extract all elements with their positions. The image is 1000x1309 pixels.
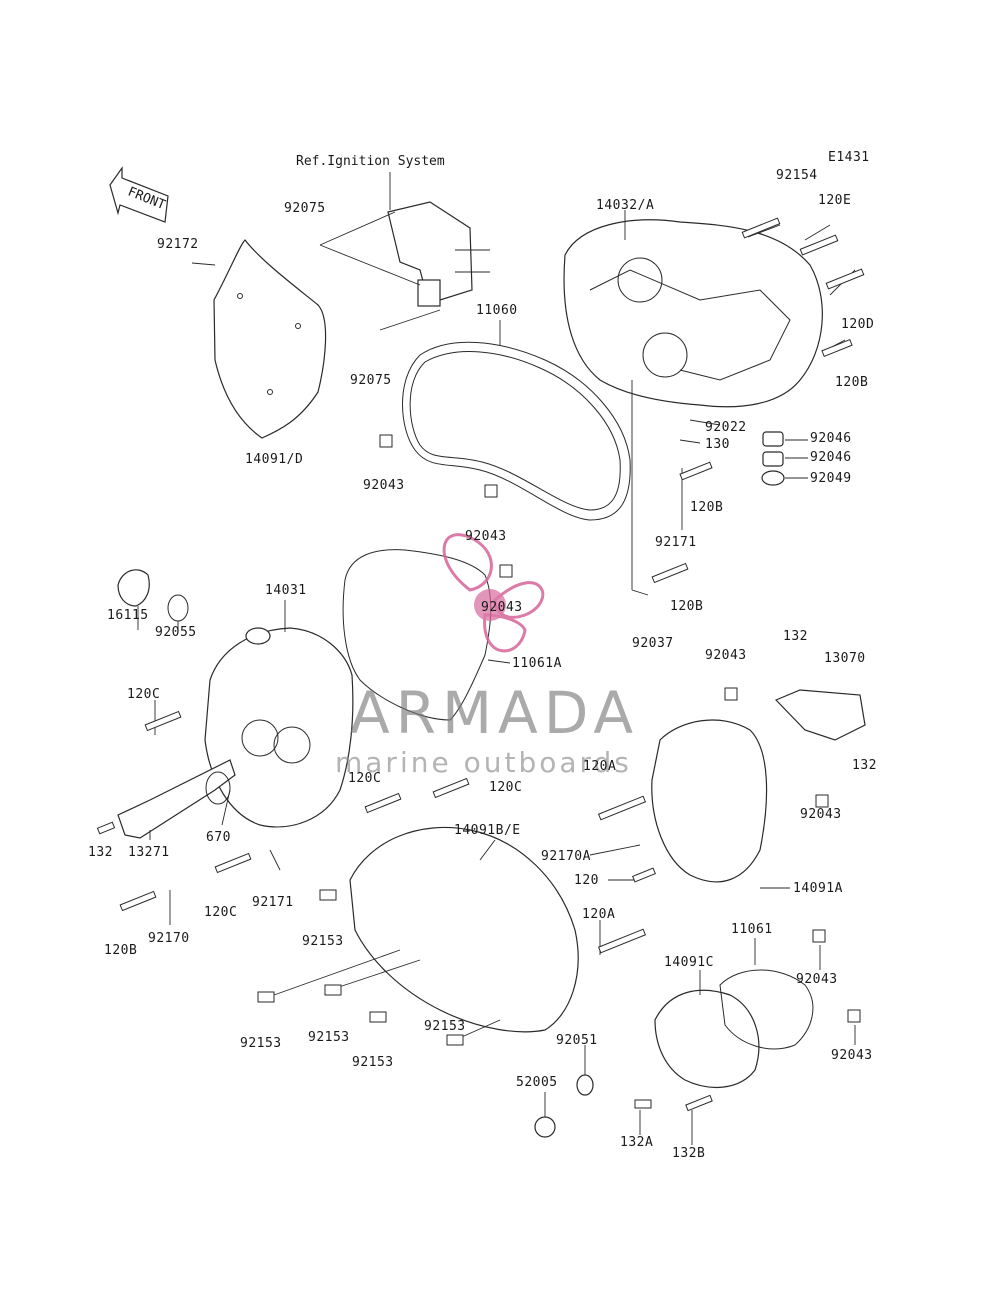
part-label: 92171 (655, 535, 697, 550)
part-label: 14032/A (596, 198, 654, 213)
part-label: 92043 (465, 529, 507, 544)
plate-13271-drawing (117, 759, 236, 839)
watermark: ARMADA marine outboards (335, 533, 639, 779)
part-label: 132 (852, 758, 877, 773)
reference-note: Ref.Ignition System (296, 154, 445, 169)
o-ring-92055 (167, 594, 189, 622)
part-label: 132 (88, 845, 113, 860)
part-label: 120C (489, 780, 522, 795)
part-labels: 92154 14032/A 120E 120D 120B 92075 92172… (88, 168, 877, 1161)
cover-14032a-drawing (563, 219, 823, 408)
part-label: 14091C (664, 955, 714, 970)
part-label: 120B (670, 599, 703, 614)
part-label: 11060 (476, 303, 518, 318)
seal-52005 (534, 1116, 556, 1138)
cover-14091be-drawing (349, 826, 579, 1033)
gasket-11061a-drawing (342, 549, 492, 721)
front-direction-arrow: FRONT (109, 166, 169, 223)
part-label: 92171 (252, 895, 294, 910)
part-label: 92022 (705, 420, 747, 435)
part-label: 120C (204, 905, 237, 920)
gasket-11061-drawing (719, 969, 814, 1050)
part-label: 120A (582, 907, 615, 922)
propeller-icon (442, 533, 545, 653)
part-label: 92043 (481, 600, 523, 615)
part-label: 120E (818, 193, 851, 208)
cover-13070-drawing (774, 689, 866, 741)
part-label: 14091/D (245, 452, 303, 467)
cover-14091c-drawing (654, 989, 760, 1089)
part-label: 13070 (824, 651, 866, 666)
part-label: 120D (841, 317, 874, 332)
part-label: 92043 (363, 478, 405, 493)
part-label: 92075 (284, 201, 326, 216)
part-label: 120A (583, 759, 616, 774)
part-label: 120B (690, 500, 723, 515)
cover-14031-drawing (204, 627, 354, 828)
part-label: 120C (127, 687, 160, 702)
watermark-tagline: marine outboards (335, 746, 632, 779)
part-label: 14091A (793, 881, 843, 896)
part-label: 92170A (541, 849, 591, 864)
bushing-92049 (761, 470, 785, 486)
part-label: 92153 (308, 1030, 350, 1045)
part-label: 132A (620, 1135, 653, 1150)
diagram-code: E1431 (828, 150, 870, 165)
part-label: 92075 (350, 373, 392, 388)
bushing-92046-a (762, 431, 784, 447)
part-label: 92055 (155, 625, 197, 640)
part-label: 92043 (705, 648, 747, 663)
part-label: 92153 (352, 1055, 394, 1070)
part-label: 132 (783, 629, 808, 644)
part-label: 14091B/E (454, 823, 521, 838)
part-label: 92154 (776, 168, 818, 183)
leader-lines (137, 172, 856, 1145)
part-label: 92153 (302, 934, 344, 949)
part-label: 120 (574, 873, 599, 888)
part-label: 14031 (265, 583, 307, 598)
watermark-brand: ARMADA (350, 679, 639, 747)
part-label: 11061 (731, 922, 773, 937)
part-label: 92043 (800, 807, 842, 822)
part-label: 92043 (831, 1048, 873, 1063)
part-label: 92172 (157, 237, 199, 252)
part-label: 92043 (796, 972, 838, 987)
part-label: 92046 (810, 431, 852, 446)
part-label: 92046 (810, 450, 852, 465)
seal-92051 (576, 1074, 594, 1096)
part-label: 92051 (556, 1033, 598, 1048)
gasket-11060-drawing (402, 341, 631, 521)
gasket-11060-inner-drawing (409, 351, 621, 511)
cap-16115-drawing (117, 569, 150, 607)
part-label: 92153 (424, 1019, 466, 1034)
part-label: 92153 (240, 1036, 282, 1051)
o-ring-670 (205, 771, 231, 805)
part-label: 120C (348, 771, 381, 786)
part-label: 52005 (516, 1075, 558, 1090)
bracket-14091a-drawing (651, 719, 768, 883)
ignition-bracket-drawing (387, 201, 490, 307)
part-label: 92037 (632, 636, 674, 651)
cover-14091d-drawing (213, 239, 327, 439)
part-label: 670 (206, 830, 231, 845)
part-label: 130 (705, 437, 730, 452)
part-label: 92170 (148, 931, 190, 946)
bolt-group (96, 217, 865, 1112)
part-label: 120B (835, 375, 868, 390)
part-label: 132B (672, 1146, 705, 1161)
part-label: 16115 (107, 608, 149, 623)
bushing-92046-b (762, 451, 784, 467)
part-label: 13271 (128, 845, 170, 860)
part-label: 92049 (810, 471, 852, 486)
part-label: 120B (104, 943, 137, 958)
part-label: 11061A (512, 656, 562, 671)
